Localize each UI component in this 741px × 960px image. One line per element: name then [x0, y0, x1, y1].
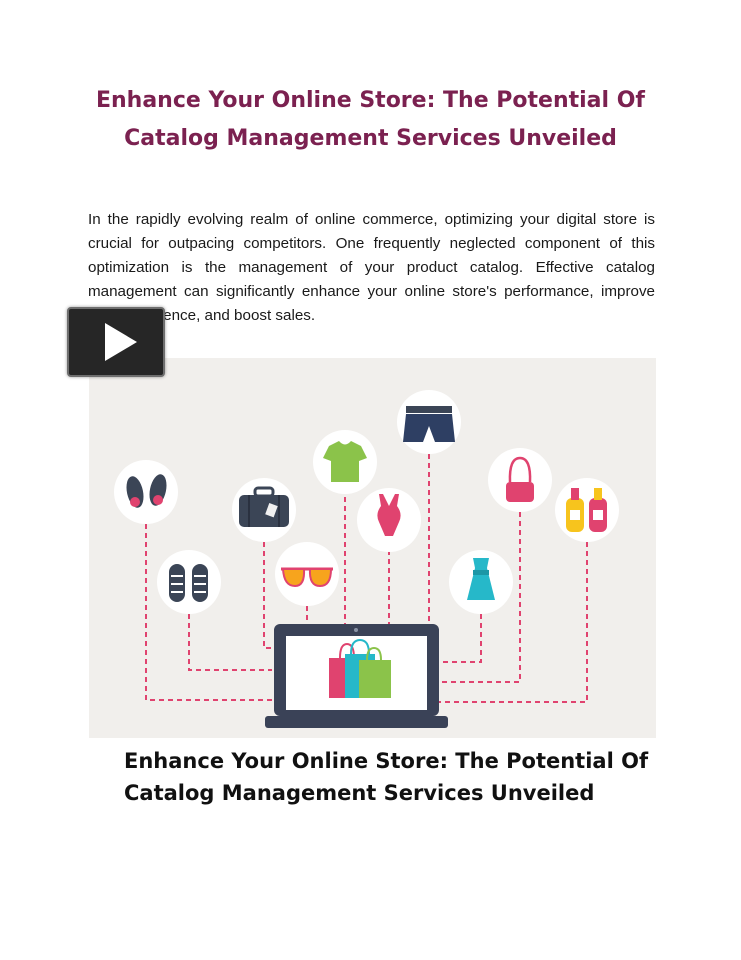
- play-button[interactable]: [67, 307, 165, 377]
- flip-flops-icon: [157, 550, 221, 614]
- shorts-icon: [397, 390, 461, 454]
- intro-paragraph: In the rapidly evolving realm of online …: [88, 211, 655, 324]
- dashed-connectors: [145, 454, 588, 703]
- sneakers-icon: [114, 460, 178, 524]
- suitcase-icon: [232, 478, 296, 542]
- bottles-icon: [555, 478, 619, 542]
- shopping-bags-icon: [329, 638, 391, 698]
- page-title: Enhance Your Online Store: The Potential…: [95, 88, 646, 151]
- tshirt-icon: [313, 430, 377, 494]
- illustration-caption: Enhance Your Online Store: The Potential…: [124, 749, 649, 805]
- handbag-icon: [488, 448, 552, 512]
- catalog-illustration: [89, 358, 656, 738]
- sunglasses-icon: [275, 542, 339, 606]
- dress-icon: [449, 550, 513, 614]
- play-icon: [105, 323, 137, 361]
- swimsuit-icon: [357, 488, 421, 552]
